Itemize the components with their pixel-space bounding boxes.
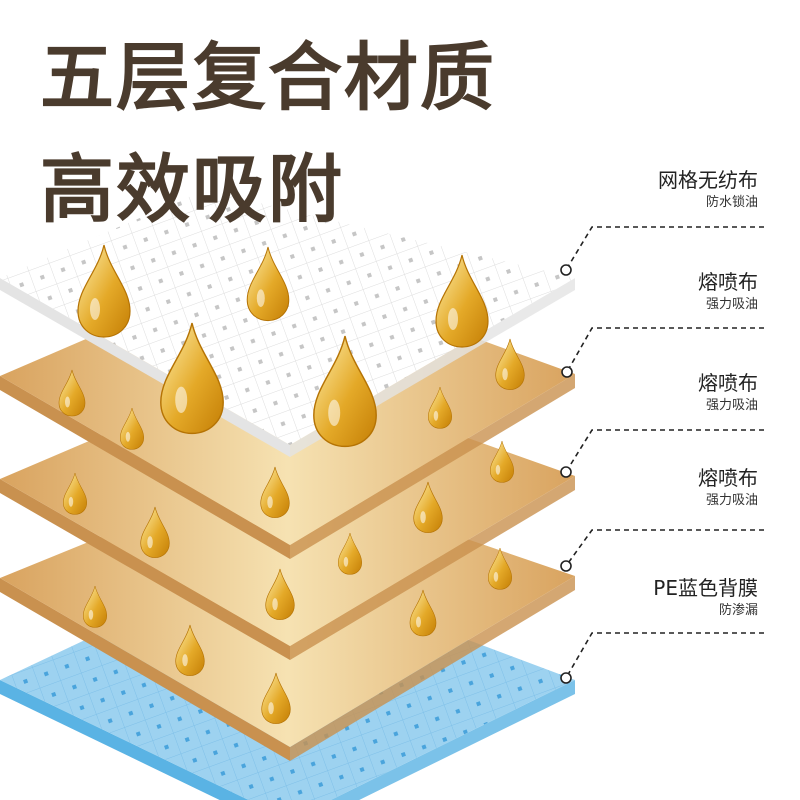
oil-drop-icon — [160, 322, 224, 435]
oil-drop-icon — [63, 472, 87, 515]
leader-dot — [560, 264, 572, 276]
headline-line-1: 五层复合材质 — [40, 35, 496, 121]
layer-name: 熔喷布 — [698, 466, 758, 490]
layer-desc: 强力吸油 — [705, 297, 758, 312]
oil-drop-icon — [83, 585, 107, 628]
oil-drop-icon — [261, 672, 291, 724]
headline-line-2: 高效吸附 — [40, 147, 344, 233]
layer-label-meltblown-1: 熔喷布 强力吸油 — [698, 270, 758, 314]
layer-face — [0, 190, 575, 445]
oil-drop-icon — [490, 440, 514, 483]
leader-line — [565, 529, 764, 567]
layer-name: 熔喷布 — [698, 371, 758, 395]
leader-dot — [561, 366, 573, 378]
oil-drop-icon — [409, 589, 437, 637]
oil-drop-icon — [413, 481, 443, 533]
layer-edge — [290, 576, 575, 761]
leader-dot — [560, 672, 572, 684]
layer-label-pe-film: PE蓝色背膜 防渗漏 — [653, 576, 758, 620]
layer-edge — [0, 479, 290, 660]
leader-dot — [560, 560, 572, 572]
leader-lines — [560, 226, 764, 684]
oil-drop-icon — [77, 244, 131, 338]
leader-line — [565, 632, 764, 679]
oil-drop-icon — [495, 338, 525, 390]
layer-label-meltblown-3: 熔喷布 强力吸油 — [698, 466, 758, 510]
layer-desc: 强力吸油 — [705, 398, 758, 413]
layer-name: 网格无纺布 — [658, 168, 758, 192]
oil-drop-icon — [140, 506, 170, 558]
oil-drop-icon — [246, 246, 290, 322]
oil-drop-icon — [265, 568, 295, 620]
leader-line — [565, 429, 764, 473]
layer-label-meltblown-2: 熔喷布 强力吸油 — [698, 371, 758, 415]
leader-line — [566, 327, 764, 373]
layer-edge — [0, 376, 290, 559]
layer-edge — [290, 476, 575, 660]
oil-drops — [58, 244, 525, 724]
oil-drop-icon — [435, 254, 489, 348]
oil-drop-icon — [260, 466, 290, 518]
layer-name: 熔喷布 — [698, 270, 758, 294]
layer-desc: 强力吸油 — [705, 493, 758, 508]
oil-drop-icon — [58, 369, 86, 417]
layer-edge — [290, 374, 575, 559]
layer-name: PE蓝色背膜 — [653, 576, 758, 600]
oil-drop-icon — [338, 532, 362, 575]
layer-label-mesh-nonwoven: 网格无纺布 防水锁油 — [658, 168, 758, 212]
leader-dot — [560, 466, 572, 478]
layer-edge — [0, 578, 290, 761]
leader-line — [565, 226, 764, 271]
oil-drop-icon — [120, 407, 144, 450]
oil-drop-icon — [428, 386, 452, 429]
oil-drop-icon — [313, 335, 377, 448]
layer-desc: 防水锁油 — [705, 195, 758, 210]
oil-drop-icon — [175, 624, 205, 676]
layer-desc: 防渗漏 — [718, 603, 758, 618]
oil-drop-icon — [488, 547, 512, 590]
